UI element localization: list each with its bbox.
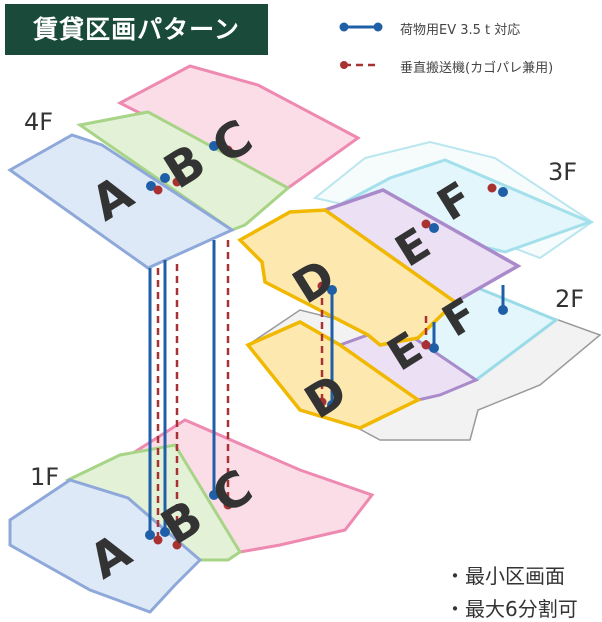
zone-3f-d bbox=[237, 208, 458, 347]
legend-ev-label: 荷物用EV 3.5 t 対応 bbox=[400, 23, 521, 38]
floor-label-4f: 4F bbox=[24, 108, 54, 136]
page-title: 賃貸区画パターン bbox=[5, 4, 268, 55]
floor-label-3f: 3F bbox=[548, 158, 578, 186]
floor-label-1f: 1F bbox=[30, 463, 60, 491]
legend-lift-label: 垂直搬送機(カゴパレ兼用) bbox=[400, 61, 554, 76]
lift-shafts bbox=[156, 240, 428, 545]
legend-ev-symbol bbox=[339, 22, 383, 32]
note-line-2: ・最大6分割可 bbox=[445, 597, 578, 621]
ev-points bbox=[145, 141, 508, 540]
zone-4f-a bbox=[7, 133, 236, 270]
floor-label-2f: 2F bbox=[555, 285, 585, 313]
note-line-1: ・最小区画面 bbox=[445, 564, 565, 588]
zone-1f-c bbox=[127, 418, 375, 554]
legend-lift-symbol bbox=[340, 61, 378, 69]
lift-points bbox=[153, 145, 497, 550]
zone-1f-a bbox=[8, 478, 203, 614]
